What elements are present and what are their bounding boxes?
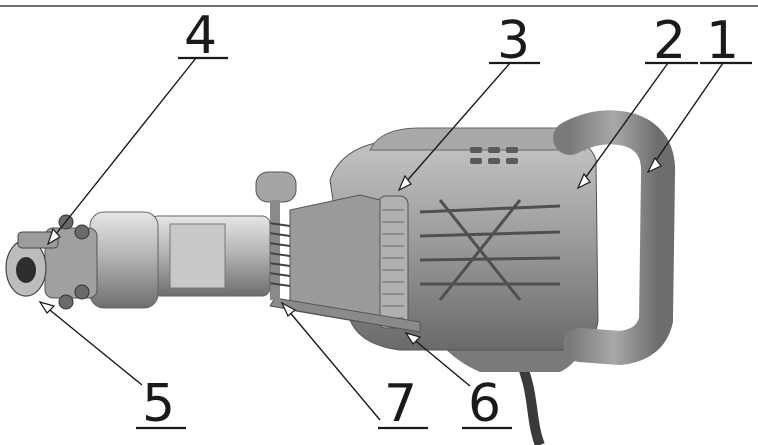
side-handle (377, 195, 409, 329)
tool-holder-bore (16, 257, 36, 283)
front-collar (89, 211, 159, 309)
callout-6: 6 (404, 331, 512, 434)
leader-line-1 (647, 62, 724, 173)
clamp-knob (255, 171, 297, 203)
leader-line-4 (47, 57, 197, 245)
clamp-rod (270, 200, 280, 300)
callout-number-3: 3 (497, 11, 530, 71)
callout-number-6: 6 (468, 374, 501, 434)
leader-line-2 (577, 62, 669, 189)
callout-5: 5 (38, 300, 186, 434)
callouts: 1 2 3 4 5 (38, 6, 752, 434)
callout-2: 2 (576, 11, 698, 190)
barrel-band (169, 223, 226, 289)
demolition-hammer-illustration (5, 110, 676, 445)
arrowhead-7 (280, 301, 297, 317)
callout-4: 4 (46, 6, 228, 246)
callout-number-5: 5 (142, 374, 175, 434)
arrowhead-5 (38, 300, 56, 314)
callout-number-1: 1 (706, 11, 739, 71)
power-cord (515, 358, 545, 445)
arrowhead-1 (646, 156, 662, 174)
arrowhead-2 (576, 172, 591, 190)
side-handle-grip (382, 209, 404, 319)
callout-number-2: 2 (653, 11, 686, 71)
callout-number-7: 7 (384, 374, 417, 434)
callout-7: 7 (280, 301, 428, 434)
callout-3: 3 (397, 11, 540, 192)
top-vent-cover (369, 127, 586, 151)
side-ribs (419, 199, 561, 301)
leader-line-6 (405, 332, 471, 387)
arrowhead-3 (397, 174, 412, 192)
callout-1: 1 (646, 11, 752, 174)
arrowhead-4 (46, 227, 61, 246)
handle-clamp-bar (269, 297, 421, 333)
leader-line-3 (398, 62, 511, 191)
vent-slots (470, 147, 518, 164)
rear-handle (553, 110, 676, 366)
callout-number-4: 4 (184, 6, 217, 66)
leader-line-7 (281, 302, 381, 421)
leader-line-5 (39, 301, 143, 386)
arrowhead-6 (404, 331, 422, 345)
